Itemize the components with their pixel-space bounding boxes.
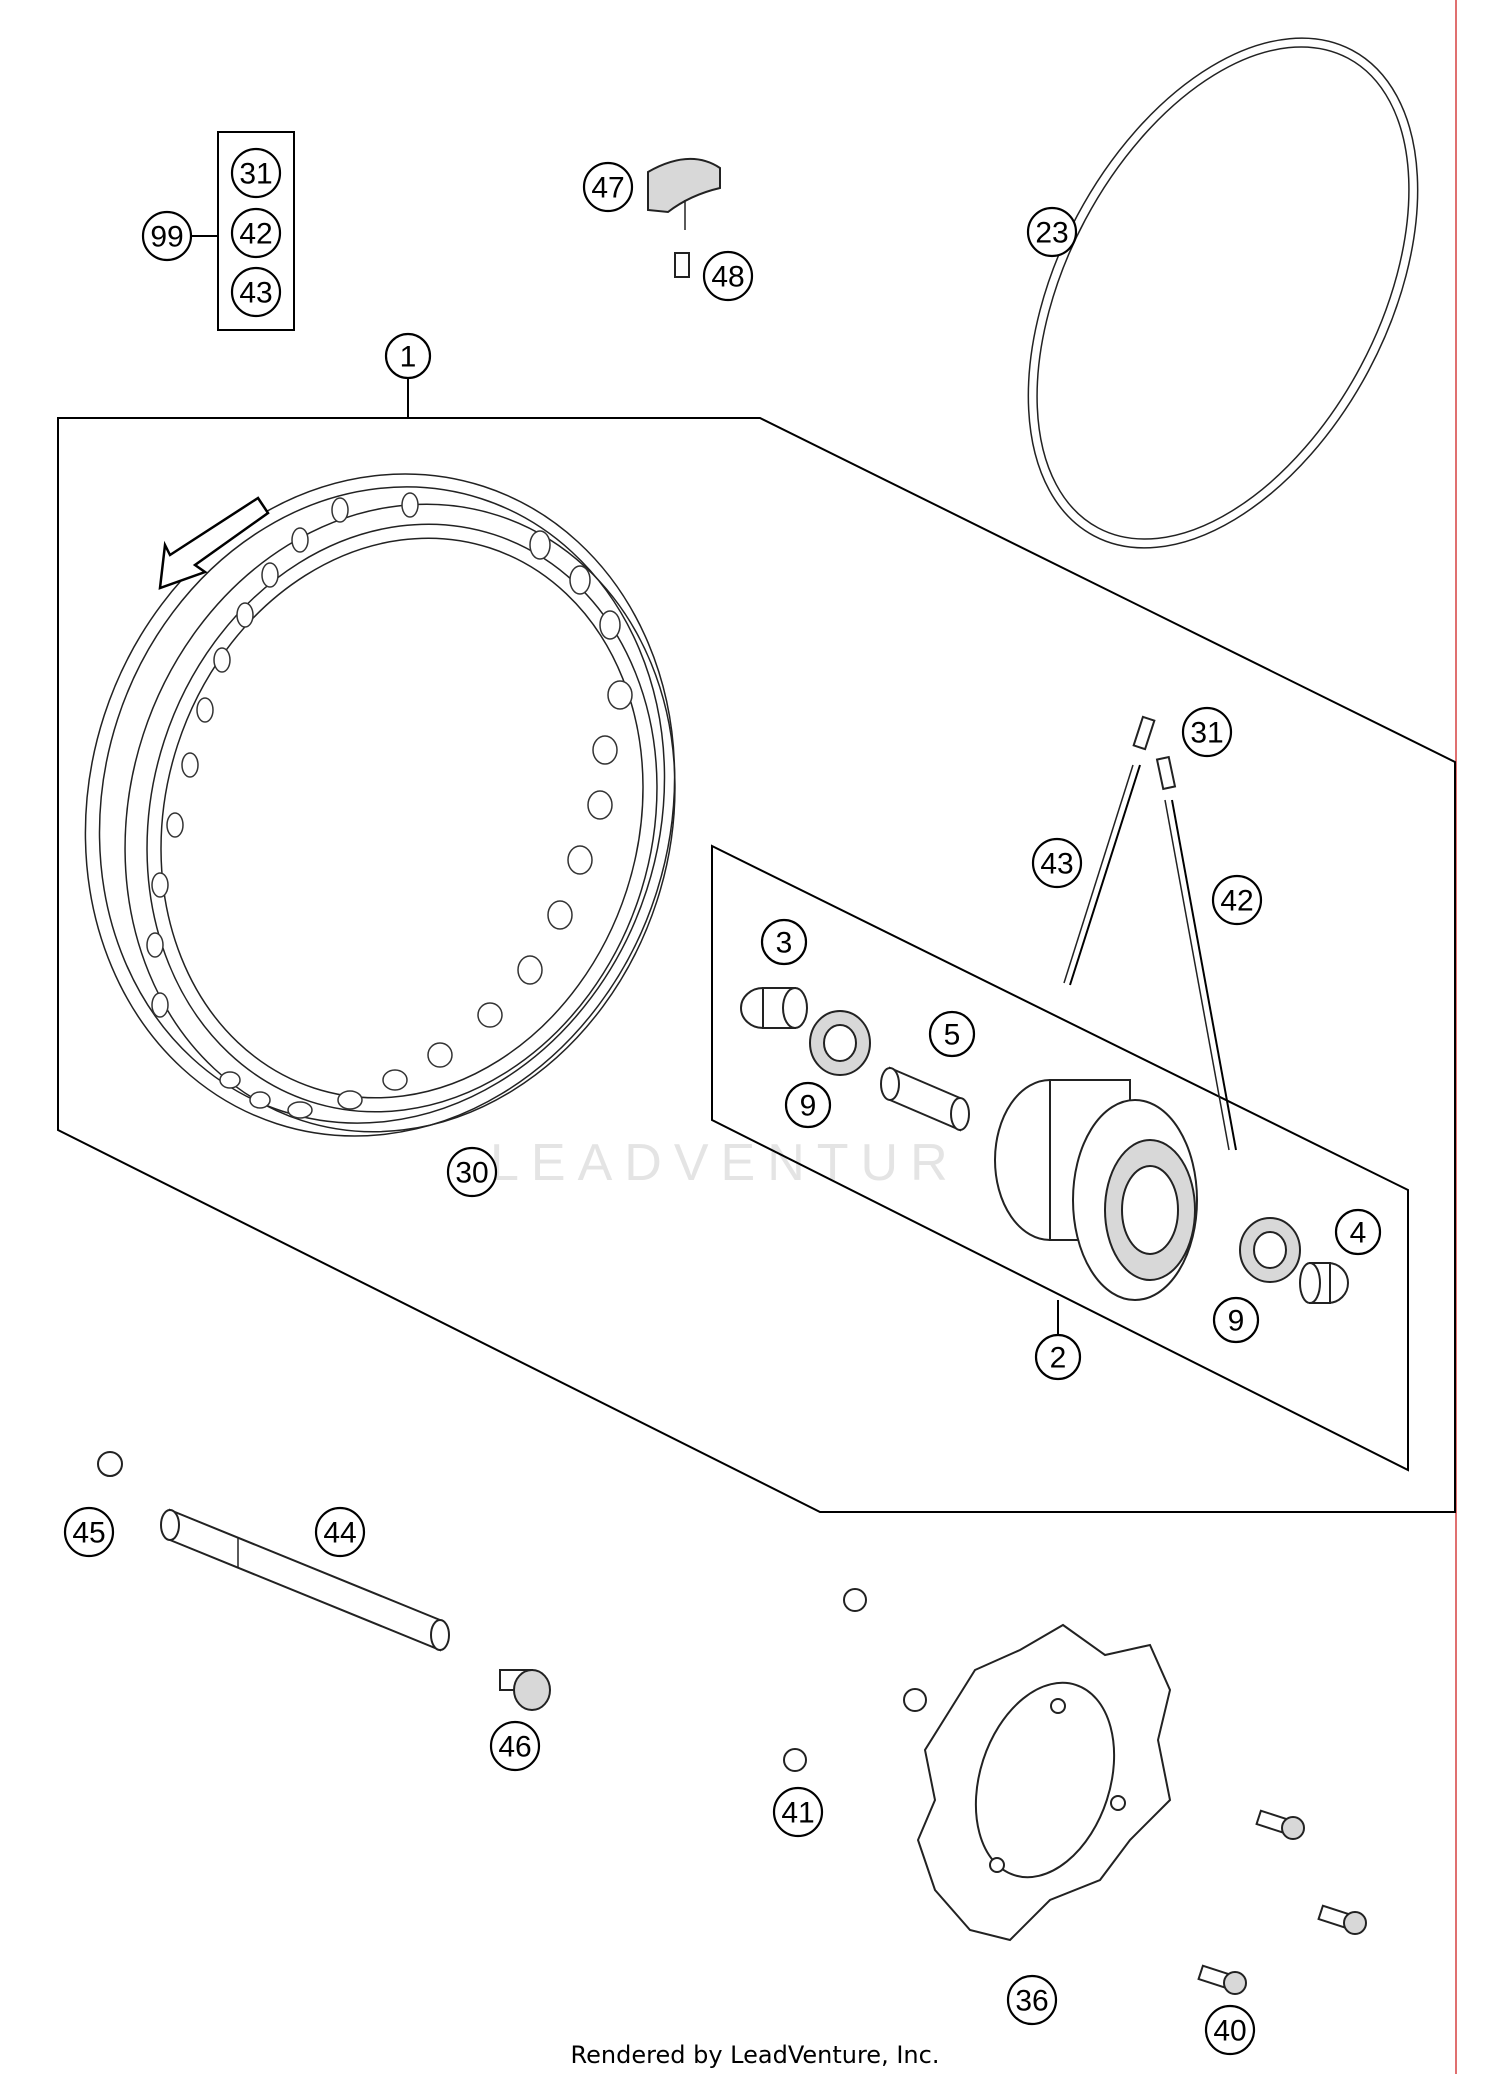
watermark-text: LEADVENTUR	[490, 1134, 960, 1192]
svg-text:36: 36	[1015, 1985, 1048, 2018]
callout-44: 44	[314, 1506, 366, 1558]
rim-drawing	[84, 473, 676, 1137]
callout-31-spoke: 31	[1181, 706, 1233, 758]
callout-1: 1	[384, 332, 432, 380]
kit-bracket	[217, 131, 295, 331]
rim-lock-drawing	[647, 157, 721, 230]
svg-text:5: 5	[944, 1019, 961, 1052]
callout-43-kit: 43	[230, 266, 282, 318]
callout-42-spoke: 42	[1211, 874, 1263, 926]
bearing-9a-drawing	[809, 1010, 871, 1076]
svg-text:48: 48	[711, 261, 744, 294]
callout-9-right: 9	[1212, 1296, 1260, 1344]
bearing-9b-drawing	[1239, 1217, 1301, 1283]
svg-text:46: 46	[498, 1731, 531, 1764]
callout-9-left: 9	[784, 1081, 832, 1129]
callout-46: 46	[489, 1720, 541, 1772]
collar-screw-46-drawing	[499, 1669, 551, 1711]
distance-sleeve-5-drawing	[880, 1066, 970, 1132]
nut-45-drawing	[97, 1451, 123, 1477]
disc-nut-41a-drawing	[843, 1588, 867, 1612]
svg-text:99: 99	[150, 221, 183, 254]
wheel-assembly-outline	[57, 417, 1456, 1513]
svg-text:42: 42	[1220, 885, 1253, 918]
brake-disc-36-drawing	[916, 1623, 1172, 1942]
callout-4: 4	[1334, 1208, 1382, 1256]
disc-screw-40b-drawing	[1317, 1904, 1367, 1935]
svg-text:1: 1	[400, 341, 417, 374]
svg-text:3: 3	[776, 927, 793, 960]
svg-text:9: 9	[1228, 1305, 1245, 1338]
svg-text:44: 44	[323, 1517, 356, 1550]
rim-lock-nut-drawing	[674, 252, 690, 278]
svg-text:2: 2	[1050, 1342, 1067, 1375]
svg-text:31: 31	[239, 158, 272, 191]
svg-text:47: 47	[591, 172, 624, 205]
svg-text:9: 9	[800, 1090, 817, 1123]
rotation-arrow-icon	[158, 496, 270, 590]
callout-31-kit: 31	[230, 147, 282, 199]
callout-30: 30	[446, 1146, 498, 1198]
svg-text:31: 31	[1190, 717, 1223, 750]
hub-assembly-outline	[711, 844, 1409, 1472]
hub-drawing	[994, 1079, 1198, 1301]
callout-42-kit: 42	[230, 207, 282, 259]
spacer-3-drawing	[740, 987, 808, 1029]
disc-nut-41c-drawing	[783, 1748, 807, 1772]
spoke-43-drawing	[1063, 715, 1156, 986]
callout-40: 40	[1204, 2004, 1256, 2056]
callout-99: 99	[141, 210, 193, 262]
svg-text:30: 30	[455, 1157, 488, 1190]
callout-48: 48	[702, 250, 754, 302]
callout-2: 2	[1034, 1333, 1082, 1381]
disc-screw-40c-drawing	[1197, 1964, 1247, 1995]
wheel-spindle-44-drawing	[160, 1508, 450, 1652]
disc-nut-41b-drawing	[903, 1688, 927, 1712]
footer-credit: Rendered by LeadVenture, Inc.	[571, 2041, 940, 2069]
spoke-42-drawing	[1155, 755, 1237, 1151]
disc-screw-40a-drawing	[1255, 1809, 1305, 1840]
callout-36: 36	[1006, 1974, 1058, 2026]
rim-band-drawing	[1027, 37, 1419, 549]
svg-text:43: 43	[239, 277, 272, 310]
callout-45: 45	[63, 1506, 115, 1558]
svg-text:42: 42	[239, 218, 272, 251]
callout-5: 5	[928, 1010, 976, 1058]
callout-43-spoke: 43	[1031, 837, 1083, 889]
svg-text:23: 23	[1035, 217, 1068, 250]
callout-3: 3	[760, 918, 808, 966]
callout-47: 47	[582, 161, 634, 213]
callout-23: 23	[1026, 206, 1078, 258]
svg-text:40: 40	[1213, 2015, 1246, 2048]
svg-text:45: 45	[72, 1517, 105, 1550]
svg-text:41: 41	[781, 1797, 814, 1830]
svg-text:4: 4	[1350, 1217, 1367, 1250]
svg-text:43: 43	[1040, 848, 1073, 881]
spacer-4-drawing	[1299, 1262, 1349, 1304]
callout-41: 41	[772, 1786, 824, 1838]
